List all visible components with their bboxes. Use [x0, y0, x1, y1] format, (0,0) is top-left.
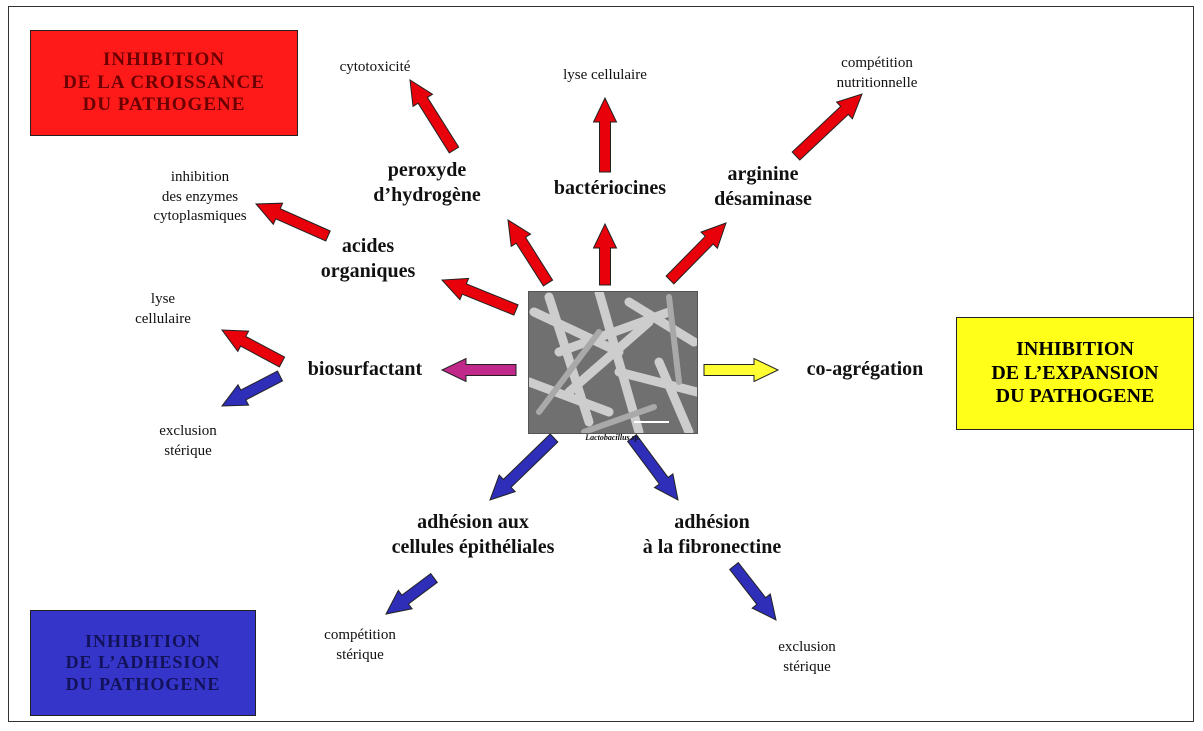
- label-cytotoxicity-line-1: cytotoxicité: [320, 58, 430, 78]
- label-competition-nutritional: compétition nutritionnelle: [812, 54, 942, 93]
- arrow-to-arginine: [666, 223, 726, 284]
- label-adhesion-fibronectin: adhésion à la fibronectine: [612, 510, 812, 560]
- label-adhesion-cells-line-1: adhésion aux: [368, 510, 578, 535]
- label-enzyme-inhibition-line-2: des enzymes: [135, 188, 265, 208]
- label-acids-line-1: acides: [298, 234, 438, 259]
- label-arginine-line-1: arginine: [688, 162, 838, 187]
- arrow-to-competition-steric: [386, 574, 437, 614]
- label-biosurfactant: biosurfactant: [290, 357, 440, 382]
- label-bacteriocins: bactériocines: [530, 176, 690, 201]
- label-peroxide: peroxyde d’hydrogène: [352, 158, 502, 208]
- label-acids: acides organiques: [298, 234, 438, 284]
- arrow-to-peroxide: [508, 220, 553, 286]
- label-arginine: arginine désaminase: [688, 162, 838, 212]
- label-adhesion-cells: adhésion aux cellules épithéliales: [368, 510, 578, 560]
- arrow-to-adhesion-cells: [490, 434, 558, 500]
- label-acids-line-2: organiques: [298, 259, 438, 284]
- label-exclusion-right: exclusion stérique: [752, 638, 862, 677]
- arrow-to-coaggregation: [704, 359, 778, 382]
- bacteria-micrograph-icon: [528, 291, 698, 434]
- label-competition-nutritional-line-2: nutritionnelle: [812, 74, 942, 94]
- label-exclusion-right-line-2: stérique: [752, 658, 862, 678]
- label-enzyme-inhibition-line-1: inhibition: [135, 168, 265, 188]
- label-peroxide-line-1: peroxyde: [352, 158, 502, 183]
- label-adhesion-cells-line-2: cellules épithéliales: [368, 535, 578, 560]
- arrow-to-adhesion-fibronectin: [628, 435, 678, 500]
- label-lysis-left: lyse cellulaire: [118, 290, 208, 329]
- label-lysis-top: lyse cellulaire: [540, 66, 670, 86]
- arrow-to-biosurfactant: [442, 359, 516, 382]
- arrow-to-bacteriocins: [594, 224, 617, 285]
- micrograph-caption: Lactobacillus sp.: [528, 433, 698, 442]
- arrow-to-cytotoxicity: [410, 80, 459, 153]
- label-lysis-top-line-1: lyse cellulaire: [540, 66, 670, 86]
- label-competition-steric-line-2: stérique: [305, 646, 415, 666]
- label-arginine-line-2: désaminase: [688, 187, 838, 212]
- label-peroxide-line-2: d’hydrogène: [352, 183, 502, 208]
- arrow-to-acids: [442, 278, 518, 315]
- label-enzyme-inhibition-line-3: cytoplasmiques: [135, 207, 265, 227]
- label-enzyme-inhibition: inhibition des enzymes cytoplasmiques: [135, 168, 265, 227]
- label-bacteriocins-line-1: bactériocines: [530, 176, 690, 201]
- label-competition-steric: compétition stérique: [305, 626, 415, 665]
- label-lysis-left-line-2: cellulaire: [118, 310, 208, 330]
- arrow-to-lysis-top: [594, 98, 617, 172]
- label-cytotoxicity: cytotoxicité: [320, 58, 430, 78]
- label-exclusion-left-line-1: exclusion: [138, 422, 238, 442]
- arrow-to-exclusion-right: [730, 563, 776, 620]
- label-competition-steric-line-1: compétition: [305, 626, 415, 646]
- arrow-to-competition-nutritional: [792, 94, 862, 160]
- arrow-to-lysis-left: [222, 330, 285, 367]
- label-competition-nutritional-line-1: compétition: [812, 54, 942, 74]
- label-exclusion-left: exclusion stérique: [138, 422, 238, 461]
- label-coaggregation-line-1: co-agrégation: [785, 357, 945, 382]
- label-biosurfactant-line-1: biosurfactant: [290, 357, 440, 382]
- label-adhesion-fibronectin-line-1: adhésion: [612, 510, 812, 535]
- label-lysis-left-line-1: lyse: [118, 290, 208, 310]
- label-exclusion-left-line-2: stérique: [138, 442, 238, 462]
- label-adhesion-fibronectin-line-2: à la fibronectine: [612, 535, 812, 560]
- label-coaggregation: co-agrégation: [785, 357, 945, 382]
- arrow-to-exclusion-left: [222, 371, 283, 406]
- label-exclusion-right-line-1: exclusion: [752, 638, 862, 658]
